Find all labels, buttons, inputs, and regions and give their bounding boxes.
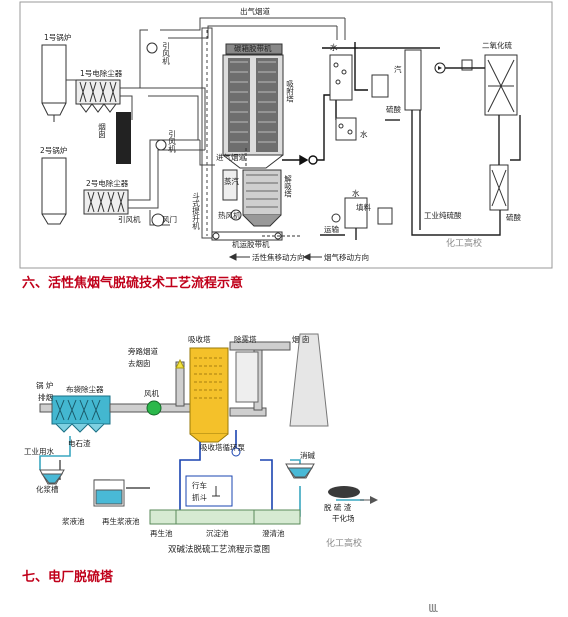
dual-alkali-process-diagram: 锅 炉 排烟 布袋除尘器 风机 旁路烟道 去烟囱 吸收塔 除雾塔 烟 囱 吸收塔… [24, 333, 378, 555]
label-desorber: 解吸塔 [283, 174, 292, 199]
label-settling-pool: 沉淀池 [206, 528, 229, 538]
bypass-arrow-icon [175, 358, 185, 369]
decorative-glyph: ιιι [428, 600, 438, 616]
stack [289, 333, 329, 427]
label-inlet-duct: 进气烟道 [216, 152, 246, 162]
label-crane-1: 行车 [192, 480, 207, 490]
dewatering [328, 486, 378, 504]
label-steam: 蒸汽 [224, 176, 239, 186]
boiler-2 [41, 157, 67, 225]
label-fan-c: 引风机 [118, 214, 141, 224]
desorber-tower [222, 169, 282, 227]
label-so2: 二氧化硫 [482, 40, 512, 50]
boiler-1 [41, 44, 67, 122]
bucket-elevator [201, 27, 213, 239]
tanks [39, 463, 315, 507]
label-transport: 运输 [324, 224, 339, 234]
label-bucket-elevator: 斗式提升机 [191, 192, 200, 231]
label-boiler-exhaust-1: 锅 炉 [36, 380, 53, 390]
chimney [116, 112, 131, 164]
label-conveyor-top: 碳箱胶带机 [234, 43, 272, 53]
label-gas-flow: 烟气移动方向 [324, 252, 369, 262]
label-bypass-1: 旁路烟道 [128, 346, 158, 356]
label-lime: 消碱 [300, 450, 315, 460]
section-heading-6: 六、活性焦烟气脱硫技术工艺流程示意 [22, 276, 244, 291]
label-chimney: 烟囱 [98, 123, 107, 140]
label-bypass-2: 去烟囱 [128, 358, 151, 368]
label-carbide-slag: 电石渣 [68, 438, 91, 448]
label-steam-b: 汽 [394, 64, 402, 74]
flue-gas-ducts [66, 17, 346, 226]
label-precipitator-2: 2号电除尘器 [86, 178, 129, 188]
section-heading-7: 七、电厂脱硫塔 [22, 570, 114, 585]
activated-coke-process-diagram: 1号锅炉 1号电除尘器 2号锅炉 2号电除尘器 烟囱 引风机 引风机 引风机 风… [19, 1, 553, 269]
label-water-b: 水 [360, 129, 368, 139]
legend [228, 253, 322, 261]
circulation-pump-icon [231, 447, 241, 457]
label-dewater-1: 脱 硫 渣 [324, 502, 352, 512]
label-outlet-duct: 出气烟道 [240, 6, 270, 16]
watermark-1: 化工高校 [446, 237, 482, 249]
diagram-caption: 双碱法脱硫工艺流程示意图 [168, 544, 270, 555]
label-water-a: 水 [330, 42, 338, 52]
label-industrial-water: 工业用水 [24, 446, 54, 456]
label-boiler-2: 2号锅炉 [40, 145, 67, 155]
label-fan-a: 引风机 [161, 42, 170, 66]
adsorber-tower [222, 43, 284, 169]
label-conveyor-bottom: 机运胶带机 [232, 239, 270, 249]
label-boiler-exhaust-2: 排烟 [38, 392, 53, 402]
induced-fans [146, 42, 167, 227]
label-stack: 烟 囱 [292, 334, 309, 344]
label-circ-pump: 吸收塔循环泵 [200, 442, 245, 452]
label-precipitator-1: 1号电除尘器 [80, 68, 123, 78]
crane [185, 475, 233, 507]
label-absorber: 吸收塔 [188, 334, 211, 344]
label-sulfuric-a: 硫酸 [386, 104, 401, 114]
acid-plant-vessels [329, 49, 518, 229]
label-crane-2: 抓斗 [192, 492, 207, 502]
label-hot-air-fan: 热风机 [218, 210, 241, 220]
bag-filter [51, 395, 111, 433]
label-fan-b: 引风机 [167, 130, 176, 154]
label-boiler-1: 1号锅炉 [44, 32, 71, 42]
label-material-bin: 填料 [356, 202, 371, 212]
label-slurry-tank: 化浆槽 [36, 484, 59, 494]
label-demister: 除雾塔 [234, 334, 257, 344]
precipitator-2 [83, 189, 129, 215]
label-bag-filter: 布袋除尘器 [66, 384, 104, 394]
flow-lines [245, 148, 300, 237]
label-regen-pool: 再生池 [150, 528, 173, 538]
label-slurry-pool: 浆液池 [62, 516, 85, 526]
label-industrial-acid: 工业纯硫酸 [424, 210, 462, 220]
label-adsorber: 吸附塔 [285, 80, 294, 104]
label-fan: 风机 [144, 388, 159, 398]
label-carbon-flow: 活性焦移动方向 [252, 252, 305, 262]
label-dewater-2: 干化场 [332, 513, 355, 523]
absorber-tower [189, 347, 229, 443]
label-regen-slurry-pool: 再生浆液池 [102, 516, 140, 526]
label-water-c: 水 [352, 188, 360, 198]
label-damper: 风门 [162, 215, 177, 224]
label-sulfuric-b: 硫酸 [506, 212, 521, 222]
pools [149, 509, 301, 525]
demister-tower [235, 351, 259, 403]
fan-icon [146, 400, 162, 416]
watermark-2: 化工高校 [326, 537, 362, 549]
precipitator-1 [75, 79, 121, 113]
label-clear-pool: 澄清池 [262, 528, 285, 538]
